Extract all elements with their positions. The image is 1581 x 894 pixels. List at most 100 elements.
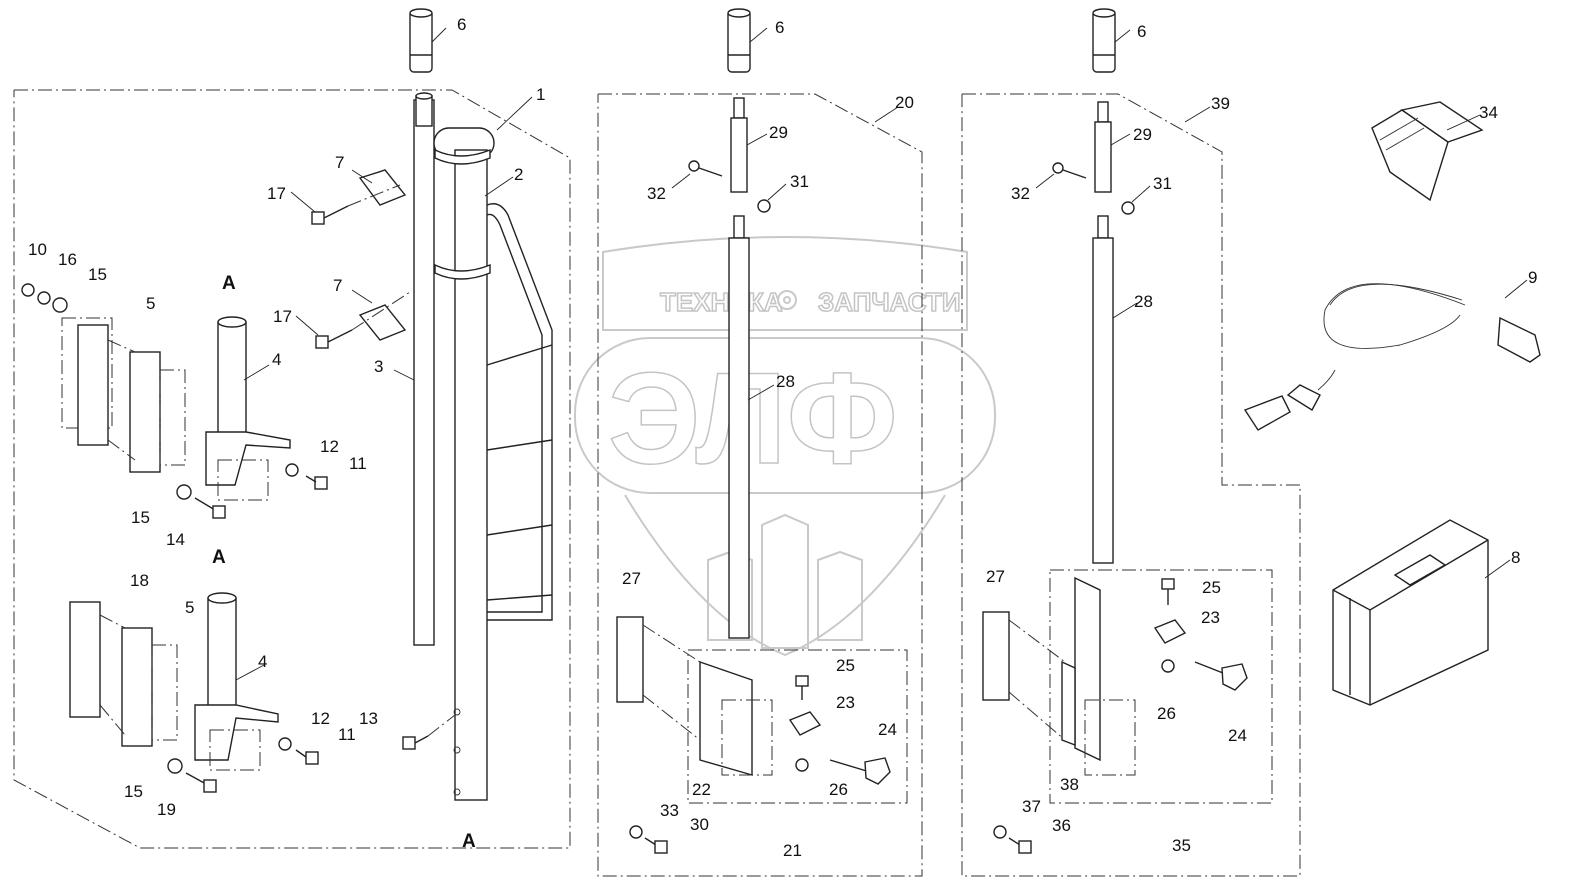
part-17-bolt-upper <box>311 184 401 225</box>
part-6-cap-center <box>727 8 751 73</box>
part-29-upper-tube-center <box>730 97 748 193</box>
gear-icon <box>777 290 797 310</box>
part-8-case-icon <box>1332 519 1489 706</box>
part-34-manual-icon <box>1371 101 1484 202</box>
callout-13: 13 <box>359 709 378 728</box>
callout-7-upper: 7 <box>335 153 344 172</box>
part-15-washer-c <box>167 758 183 774</box>
part-9-cable-icon <box>1243 283 1541 431</box>
callout-a-bottom: A <box>462 831 476 852</box>
callout-15-a: 15 <box>88 265 107 284</box>
callout-labels: 6 6 6 1 2 7 7 17 17 3 10 16 15 5 A 4 12 … <box>28 15 1537 860</box>
part-24-knob-center <box>829 757 891 785</box>
callout-32-center: 32 <box>647 184 666 203</box>
watermark-big-letters: ЭЛФ <box>608 345 898 491</box>
part-25-bolt-right <box>1161 578 1175 605</box>
watermark-logo: ТЕХНИКА ЗАПЧАСТИ ЭЛФ <box>574 236 996 657</box>
callout-11-upper: 11 <box>349 454 367 473</box>
part-23-clamp-right <box>1153 619 1187 644</box>
callout-24-right: 24 <box>1228 726 1247 745</box>
part-15-washer-b <box>176 484 192 500</box>
callout-16: 16 <box>58 250 77 269</box>
watermark-buildings <box>707 513 863 649</box>
callout-14: 14 <box>166 530 185 549</box>
callout-7-lower: 7 <box>333 276 342 295</box>
group-39-boundary <box>961 93 1301 877</box>
callout-15-b: 15 <box>131 508 150 527</box>
callout-25-right: 25 <box>1202 578 1221 597</box>
callout-9: 9 <box>1528 268 1537 287</box>
part-15-washer-a <box>52 297 68 313</box>
callout-3: 3 <box>374 357 383 376</box>
part-23-clamp-center <box>788 711 822 736</box>
part-33-washer <box>629 825 643 839</box>
callout-5-lower: 5 <box>185 598 194 617</box>
callout-32-right: 32 <box>1011 184 1030 203</box>
group-1-boundary <box>13 89 571 849</box>
part-32-screw-right <box>1052 162 1087 179</box>
callout-10: 10 <box>28 240 47 259</box>
callout-34: 34 <box>1479 103 1498 122</box>
part-29-upper-tube-right <box>1094 101 1112 193</box>
part-27-plate-center <box>616 616 701 741</box>
callout-4-lower: 4 <box>258 652 267 671</box>
part-28-lower-tube-center <box>728 215 750 639</box>
callout-38: 38 <box>1060 775 1079 794</box>
callout-21: 21 <box>783 841 802 860</box>
callout-8: 8 <box>1511 548 1520 567</box>
callout-11-lower: 11 <box>338 725 356 744</box>
group-35-boundary <box>1049 569 1273 804</box>
part-16-washer <box>37 291 51 305</box>
part-22-holder <box>699 661 773 776</box>
callout-28-right: 28 <box>1134 292 1153 311</box>
part-6-cap-left <box>409 8 433 73</box>
callout-22: 22 <box>692 780 711 799</box>
callout-2: 2 <box>514 165 523 184</box>
part-12-washer-b <box>278 737 292 751</box>
watermark-text-right: ЗАПЧАСТИ <box>818 287 961 317</box>
part-36-bolt <box>1008 837 1032 854</box>
callout-12-upper: 12 <box>320 437 339 456</box>
callout-26-right: 26 <box>1157 704 1176 723</box>
part-19-bolt <box>185 772 217 793</box>
callout-4-upper: 4 <box>272 350 281 369</box>
part-6-cap-right <box>1092 8 1116 73</box>
callout-26-center: 26 <box>829 780 848 799</box>
callout-33: 33 <box>660 801 679 820</box>
part-27-plate-right <box>982 611 1066 741</box>
callout-20: 20 <box>895 93 914 112</box>
part-32-screw-center <box>688 160 723 177</box>
part-24-knob-right <box>1194 661 1248 691</box>
part-31-nut-center <box>757 199 771 213</box>
part-13-bolt <box>402 714 456 750</box>
part-17-bolt-lower <box>315 291 411 349</box>
part-2-ladder <box>433 127 553 801</box>
bracket-assembly-upper <box>61 316 291 501</box>
callout-17-upper: 17 <box>267 184 286 203</box>
callout-18: 18 <box>130 571 149 590</box>
group-20-boundary <box>597 93 923 877</box>
callout-24-center: 24 <box>878 720 897 739</box>
watermark-text-left: ТЕХНИКА <box>660 287 783 317</box>
part-12-washer-a <box>285 463 299 477</box>
callout-31-right: 31 <box>1153 174 1172 193</box>
part-26-nut-right <box>1161 659 1175 673</box>
part-25-bolt-center <box>795 675 809 700</box>
callout-23-right: 23 <box>1201 608 1220 627</box>
callout-27-center: 27 <box>622 569 641 588</box>
callout-5-upper: 5 <box>146 294 155 313</box>
part-3-tube <box>413 92 435 646</box>
leader-lines <box>235 27 1528 681</box>
callout-29-right: 29 <box>1133 125 1152 144</box>
part-37-washer <box>993 825 1007 839</box>
part-11-bolt-a <box>305 475 328 490</box>
callout-23-center: 23 <box>836 693 855 712</box>
callout-a-upper: A <box>222 273 236 294</box>
callout-39: 39 <box>1211 94 1230 113</box>
part-31-nut-right <box>1121 201 1135 215</box>
group-21-boundary <box>687 649 908 804</box>
callout-1: 1 <box>536 85 545 104</box>
callout-12-lower: 12 <box>311 709 330 728</box>
part-30-bolt <box>644 837 668 854</box>
